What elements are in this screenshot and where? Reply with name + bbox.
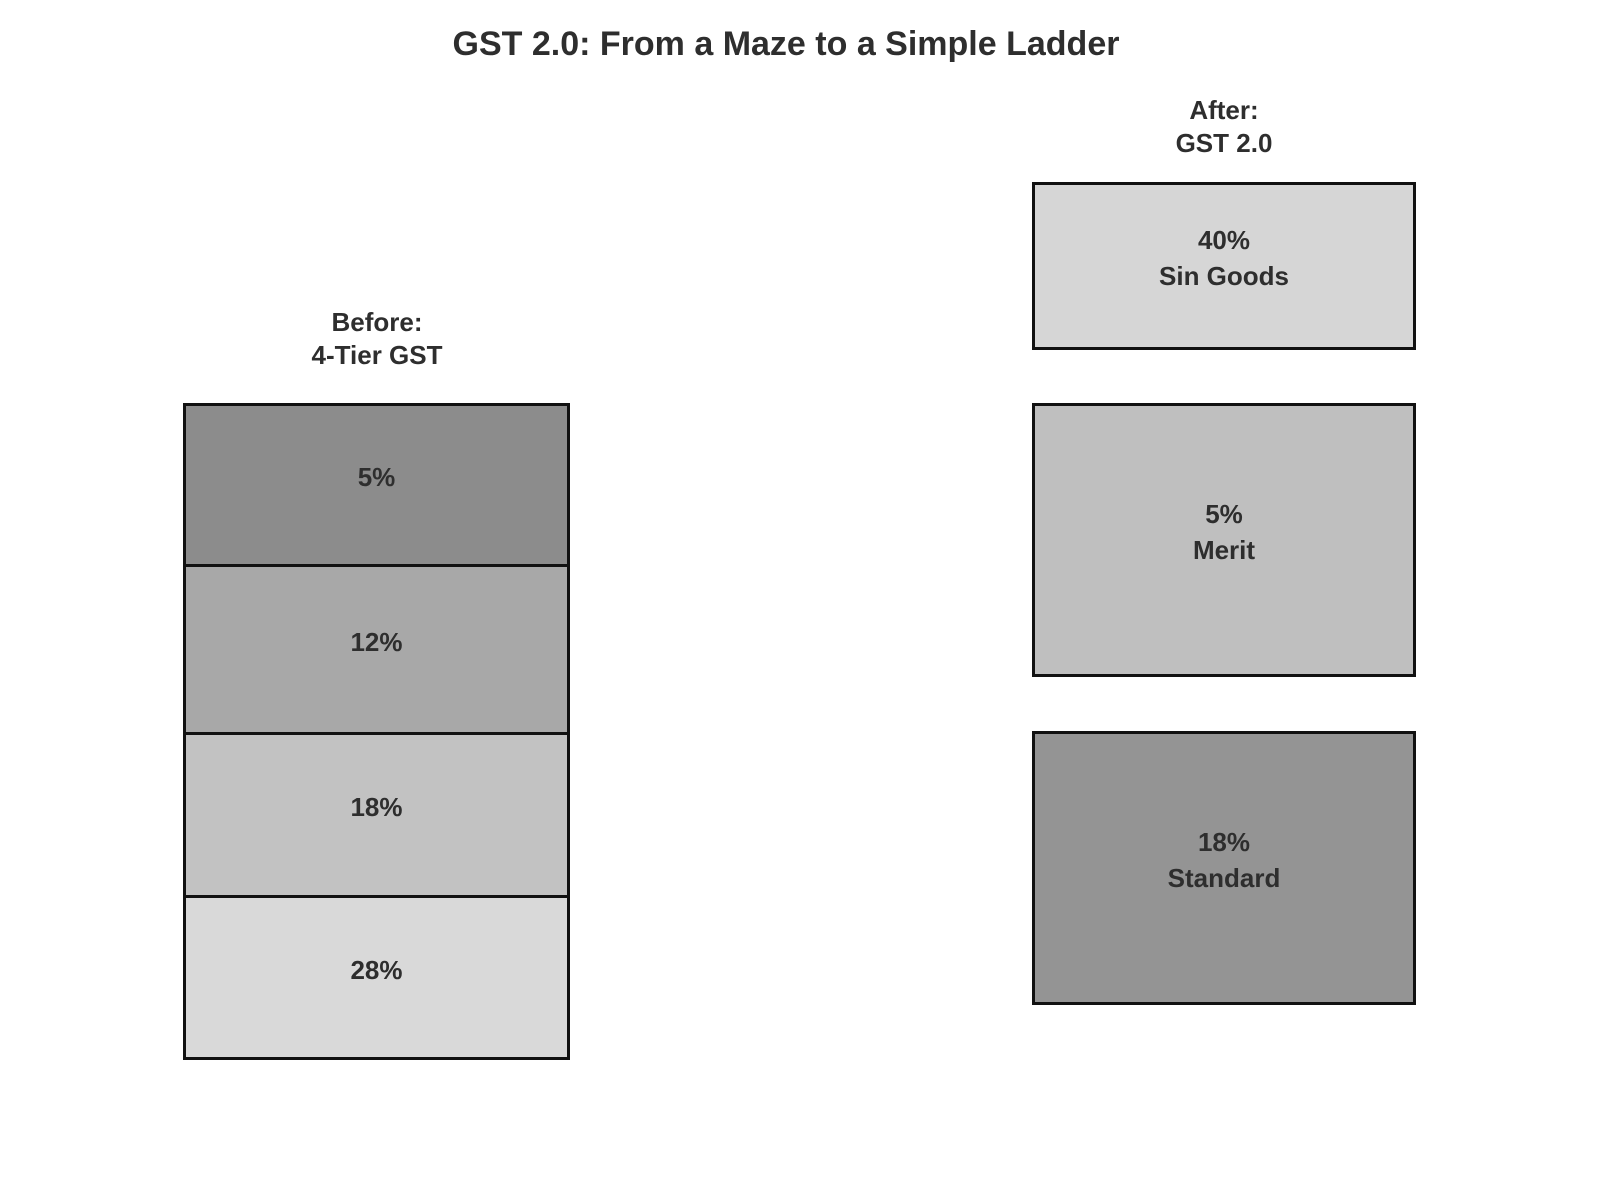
before-tier-18pct: 18% [183, 732, 570, 898]
after-column-header: After: GST 2.0 [1176, 94, 1273, 160]
before-tier-18pct-label: 18% [350, 792, 403, 822]
before-tier-12pct: 12% [183, 564, 570, 735]
after-slab-sin-goods-rate: 40% [1197, 225, 1251, 255]
figure-title: GST 2.0: From a Maze to a Simple Ladder [452, 25, 1120, 63]
after-slab-sin-goods-label: 40% Sin Goods [1159, 222, 1289, 294]
after-slab-standard: 18% Standard [1032, 731, 1416, 1005]
before-column-header: Before: 4-Tier GST [311, 306, 442, 372]
after-slab-sin-goods-name: Sin Goods [1159, 261, 1289, 291]
before-tier-5pct: 5% [183, 403, 570, 567]
after-header-line2: GST 2.0 [1175, 128, 1273, 158]
before-header-line2: 4-Tier GST [311, 340, 443, 370]
after-slab-standard-rate: 18% [1197, 827, 1251, 857]
after-slab-standard-name: Standard [1167, 863, 1281, 893]
before-tier-28pct-label: 28% [350, 954, 403, 985]
before-header-line1: Before: [331, 307, 423, 337]
after-slab-merit: 5% Merit [1032, 403, 1416, 677]
after-slab-standard-label: 18% Standard [1168, 824, 1281, 896]
before-tier-12pct-label: 12% [350, 626, 403, 657]
after-slab-merit-name: Merit [1192, 535, 1256, 565]
before-tier-stack: 5% 12% 18% 28% [183, 403, 570, 1060]
after-slab-merit-rate: 5% [1205, 499, 1243, 529]
after-slab-merit-label: 5% Merit [1193, 496, 1255, 568]
after-header-line1: After: [1189, 95, 1259, 125]
after-slab-sin-goods: 40% Sin Goods [1032, 182, 1416, 350]
before-tier-28pct: 28% [183, 895, 570, 1060]
before-tier-5pct-label: 5% [357, 462, 396, 492]
